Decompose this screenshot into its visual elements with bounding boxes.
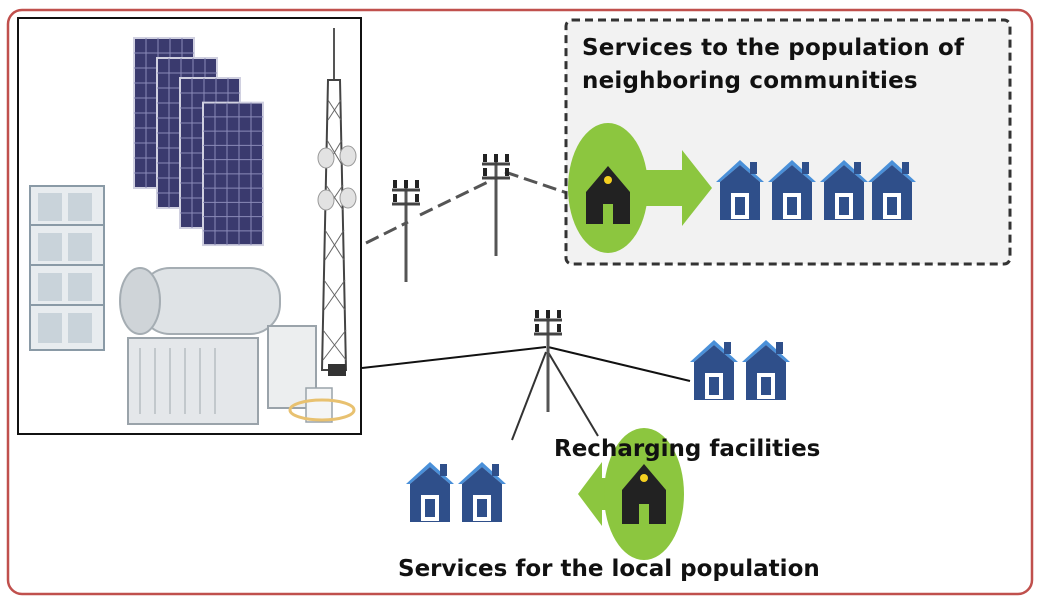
- neighboring-label-line2: neighboring communities: [582, 68, 918, 94]
- local-services-label: Services for the local population: [398, 556, 820, 582]
- telecom-tower-icon: [317, 28, 357, 376]
- house-icon: [406, 462, 506, 522]
- battery-rack-icon: [29, 185, 105, 351]
- home-circle-icon: [604, 428, 684, 560]
- neighboring-services-label: Services to the population of neighborin…: [582, 32, 964, 98]
- neighboring-label-line1: Services to the population of: [582, 35, 965, 61]
- house-icon: [690, 340, 790, 400]
- recharging-facilities-label: Recharging facilities: [554, 436, 821, 462]
- outer-frame: [6, 8, 1034, 596]
- fuel-tank-icon: [119, 267, 281, 335]
- arrow-right-icon: [644, 150, 712, 226]
- generator-icon: [127, 325, 356, 425]
- power-lines: [361, 170, 691, 441]
- home-circle-icon: [568, 123, 648, 253]
- utility-pole-icon: [390, 152, 564, 414]
